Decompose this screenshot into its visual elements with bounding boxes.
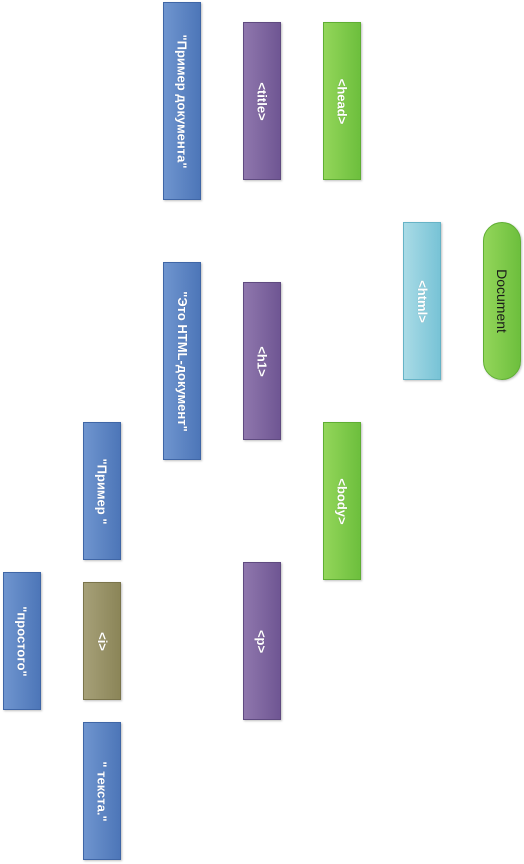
- html-node: <html>: [403, 222, 441, 380]
- title-text-label: "Пример документа": [174, 33, 190, 169]
- body-node-label: <body>: [334, 477, 350, 525]
- teksta-text-label: " текста.": [94, 760, 110, 822]
- h1-node-label: <h1>: [254, 345, 270, 377]
- primer-text-label: "Пример ": [94, 457, 110, 525]
- h1-text-label: "Это HTML-документ": [174, 290, 190, 432]
- head-node-label: <head>: [334, 78, 350, 124]
- p-node: <p>: [243, 562, 281, 720]
- document-node: Document: [483, 222, 521, 380]
- teksta-text-node: " текста.": [83, 722, 121, 860]
- body-node: <body>: [323, 422, 361, 580]
- head-node: <head>: [323, 22, 361, 180]
- title-text-node: "Пример документа": [163, 2, 201, 200]
- html-node-label: <html>: [414, 279, 430, 323]
- h1-text-node: "Это HTML-документ": [163, 262, 201, 460]
- i-node: <i>: [83, 582, 121, 700]
- h1-node: <h1>: [243, 282, 281, 440]
- i-node-label: <i>: [94, 631, 110, 651]
- document-node-label: Document: [494, 269, 510, 333]
- prostogo-text-node: "простого": [3, 572, 41, 710]
- title-node-label: <title>: [254, 81, 270, 121]
- primer-text-node: "Пример ": [83, 422, 121, 560]
- p-node-label: <p>: [254, 629, 270, 653]
- prostogo-text-label: "простого": [14, 605, 30, 677]
- title-node: <title>: [243, 22, 281, 180]
